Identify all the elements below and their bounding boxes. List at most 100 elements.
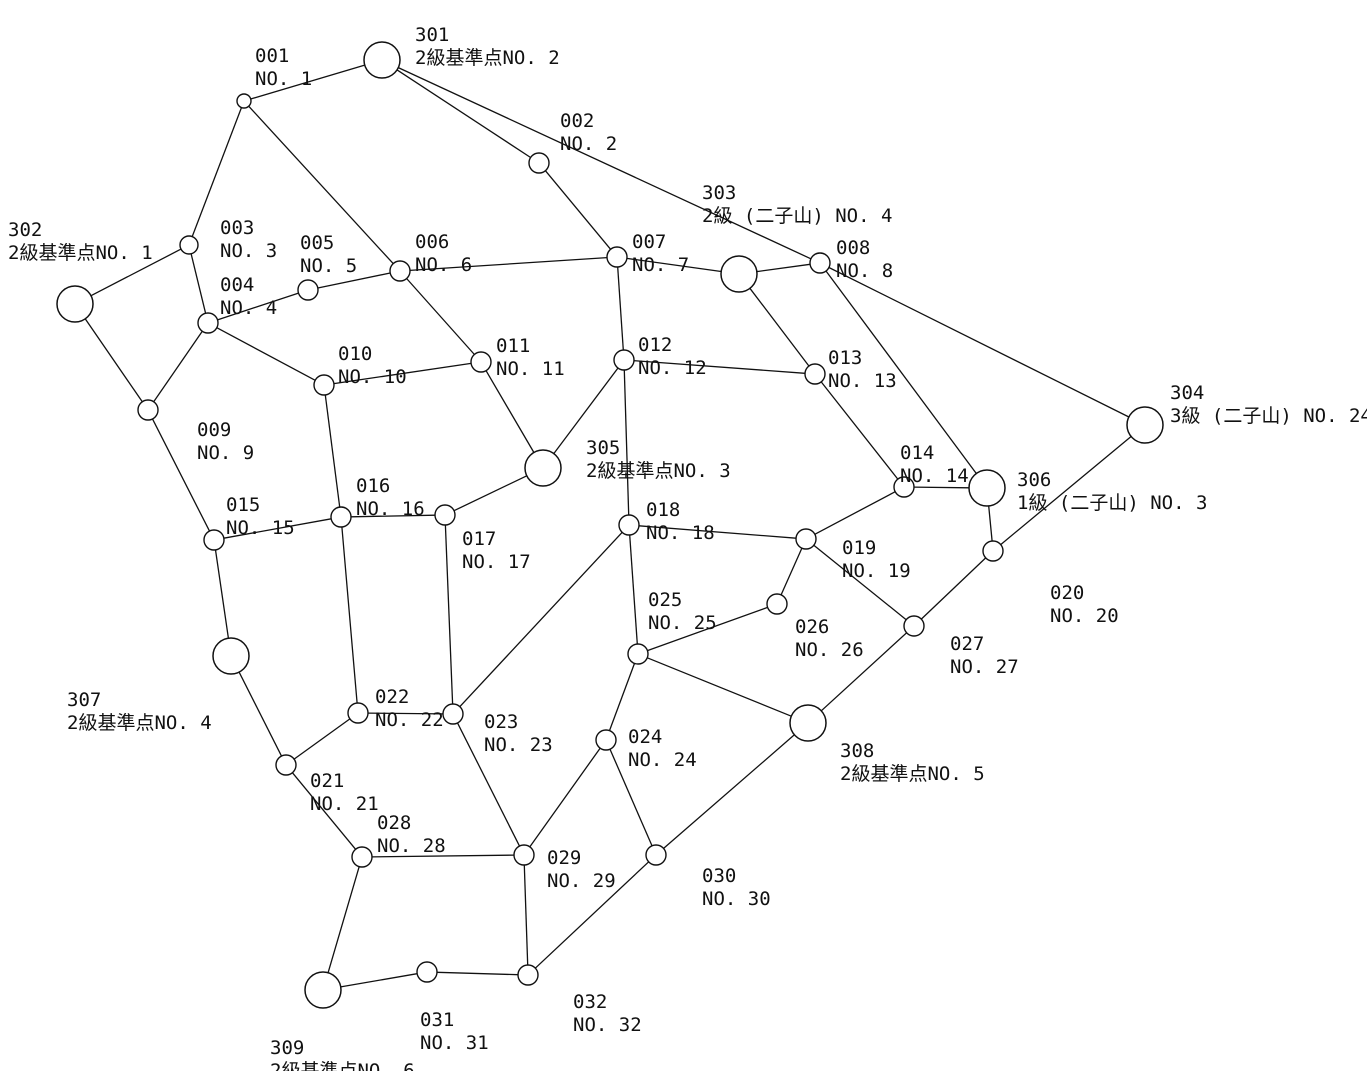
edge-016-017 [350,514,436,518]
edge-003-004 [190,253,207,314]
point-name-label-306: 1級 (二子山) NO. 3 [1017,492,1207,514]
edge-010-011 [333,362,472,385]
point-name-label-009: NO. 9 [197,442,254,464]
point-id-label-005: 005 [300,232,334,254]
edge-022-023 [367,712,444,715]
edge-018-019 [638,525,797,539]
point-id-label-301: 301 [415,24,449,46]
survey-point-009 [137,399,159,421]
point-id-label-017: 017 [462,528,496,550]
point-id-label-004: 004 [220,274,254,296]
survey-point-018 [618,514,640,536]
survey-point-007 [606,246,628,268]
survey-point-010 [313,374,335,396]
edge-017-023 [444,524,454,705]
edge-014-019 [814,491,896,535]
edge-024-029 [529,747,601,848]
edge-012-018 [623,369,630,516]
edge-029-032 [523,864,529,966]
edge-305-017 [453,475,528,512]
point-name-label-010: NO. 10 [338,366,407,388]
point-name-label-027: NO. 27 [950,656,1019,678]
edge-009-015 [151,418,211,532]
point-name-label-006: NO. 6 [415,254,472,276]
survey-point-016 [330,506,352,528]
point-name-label-004: NO. 4 [220,297,277,319]
control-point-308 [789,704,827,742]
edge-018-023 [459,531,623,708]
survey-point-024 [595,729,617,751]
survey-point-027 [903,615,925,637]
edge-307-021 [238,671,283,757]
point-id-label-032: 032 [573,991,607,1013]
edge-001-006 [248,105,394,265]
point-name-label-019: NO. 19 [842,560,911,582]
control-point-301 [363,41,401,79]
survey-point-017 [434,504,456,526]
edge-010-016 [324,394,341,508]
point-name-label-002: NO. 2 [560,133,617,155]
survey-point-026 [766,593,788,615]
edge-005-006 [317,272,391,289]
point-id-label-303: 303 [702,182,736,204]
point-name-label-011: NO. 11 [496,358,565,380]
edge-030-032 [534,861,650,969]
survey-point-002 [528,152,550,174]
point-id-label-031: 031 [420,1009,454,1031]
point-name-label-015: NO. 15 [226,517,295,539]
point-name-label-017: NO. 17 [462,551,531,573]
edge-302-009 [84,318,143,403]
point-name-label-023: NO. 23 [484,734,553,756]
point-id-label-018: 018 [646,499,680,521]
survey-point-032 [517,964,539,986]
point-id-label-002: 002 [560,110,594,132]
edge-004-010 [216,327,316,381]
edge-026-025 [647,606,768,652]
edge-004-005 [217,292,299,321]
edge-015-016 [223,518,332,539]
edge-303-013 [749,287,810,367]
survey-point-031 [416,961,438,983]
survey-point-006 [389,260,411,282]
survey-point-015 [203,529,225,551]
point-id-label-309: 309 [270,1037,304,1059]
edge-001-301 [250,64,365,100]
point-name-label-020: NO. 20 [1050,605,1119,627]
edge-303-008 [756,263,811,273]
point-name-label-302: 2級基準点NO. 1 [8,242,153,264]
edge-007-012 [617,266,624,351]
edge-014-306 [913,486,970,489]
edge-006-007 [409,256,608,272]
control-point-306 [968,469,1006,507]
control-point-305 [524,449,562,487]
edge-302-003 [90,248,182,297]
edge-031-032 [436,971,519,976]
edge-008-304 [828,266,1130,418]
survey-point-003 [179,235,199,255]
edge-layer [84,64,1132,988]
edge-301-008 [398,67,812,260]
point-name-label-307: 2級基準点NO. 4 [67,712,212,734]
point-name-label-032: NO. 32 [573,1014,642,1036]
control-point-302 [56,285,94,323]
point-name-label-008: NO. 8 [836,260,893,282]
survey-point-008 [809,252,831,274]
edge-012-305 [553,367,619,454]
point-id-label-306: 306 [1017,469,1051,491]
point-name-label-018: NO. 18 [646,522,715,544]
edge-019-027 [813,544,907,621]
edge-023-029 [456,722,521,847]
point-id-label-302: 302 [8,219,42,241]
point-name-label-028: NO. 28 [377,835,446,857]
point-name-label-007: NO. 7 [632,254,689,276]
point-name-label-024: NO. 24 [628,749,697,771]
point-name-label-001: NO. 1 [255,68,312,90]
point-id-label-305: 305 [586,437,620,459]
edge-301-002 [396,69,531,159]
point-id-label-010: 010 [338,343,372,365]
point-id-label-006: 006 [415,231,449,253]
control-point-304 [1126,406,1164,444]
